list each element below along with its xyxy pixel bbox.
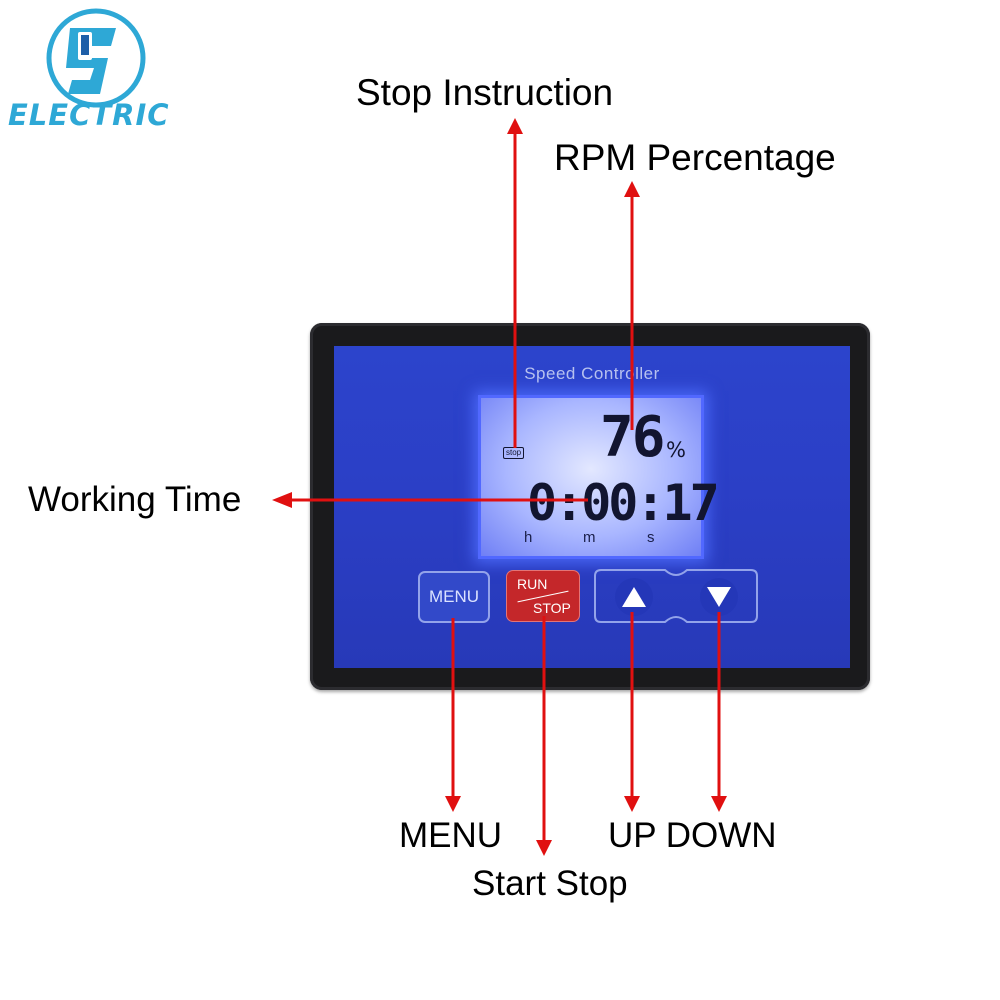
run-stop-button[interactable]: RUN STOP: [506, 570, 580, 622]
arrow-down: [711, 612, 727, 812]
arrow-start-stop: [536, 616, 552, 856]
hours-unit-label: h: [524, 529, 533, 546]
run-label: RUN: [517, 576, 548, 592]
menu-button[interactable]: MENU: [418, 571, 490, 623]
arrow-rpm-percentage: [624, 181, 640, 430]
arrow-up: [624, 612, 640, 812]
arrow-menu: [445, 618, 461, 812]
up-button[interactable]: [615, 578, 653, 616]
callout-working-time: Working Time: [28, 480, 242, 519]
arrow-working-time: [272, 492, 588, 508]
minutes-unit-label: m: [583, 529, 596, 546]
callout-menu: MENU: [399, 816, 503, 855]
up-down-button-bezel: [594, 569, 758, 623]
down-triangle-icon: [707, 587, 731, 607]
rpm-percentage-unit: %: [666, 438, 686, 462]
down-button[interactable]: [700, 578, 738, 616]
arrow-stop-instruction: [507, 118, 523, 448]
up-triangle-icon: [622, 587, 646, 607]
callout-start-stop: Start Stop: [472, 864, 628, 903]
logo-emblem-icon: [46, 8, 146, 108]
callout-stop-instruction: Stop Instruction: [356, 72, 614, 113]
stop-label: STOP: [533, 600, 571, 616]
callout-rpm-percentage: RPM Percentage: [554, 137, 836, 178]
seconds-unit-label: s: [647, 529, 655, 546]
logo-wordmark: ELECTRIC: [8, 98, 170, 132]
working-time-value: 0:00:17: [527, 474, 720, 532]
callout-up-down: UP DOWN: [608, 816, 777, 855]
device-title: Speed Controller: [524, 364, 660, 383]
